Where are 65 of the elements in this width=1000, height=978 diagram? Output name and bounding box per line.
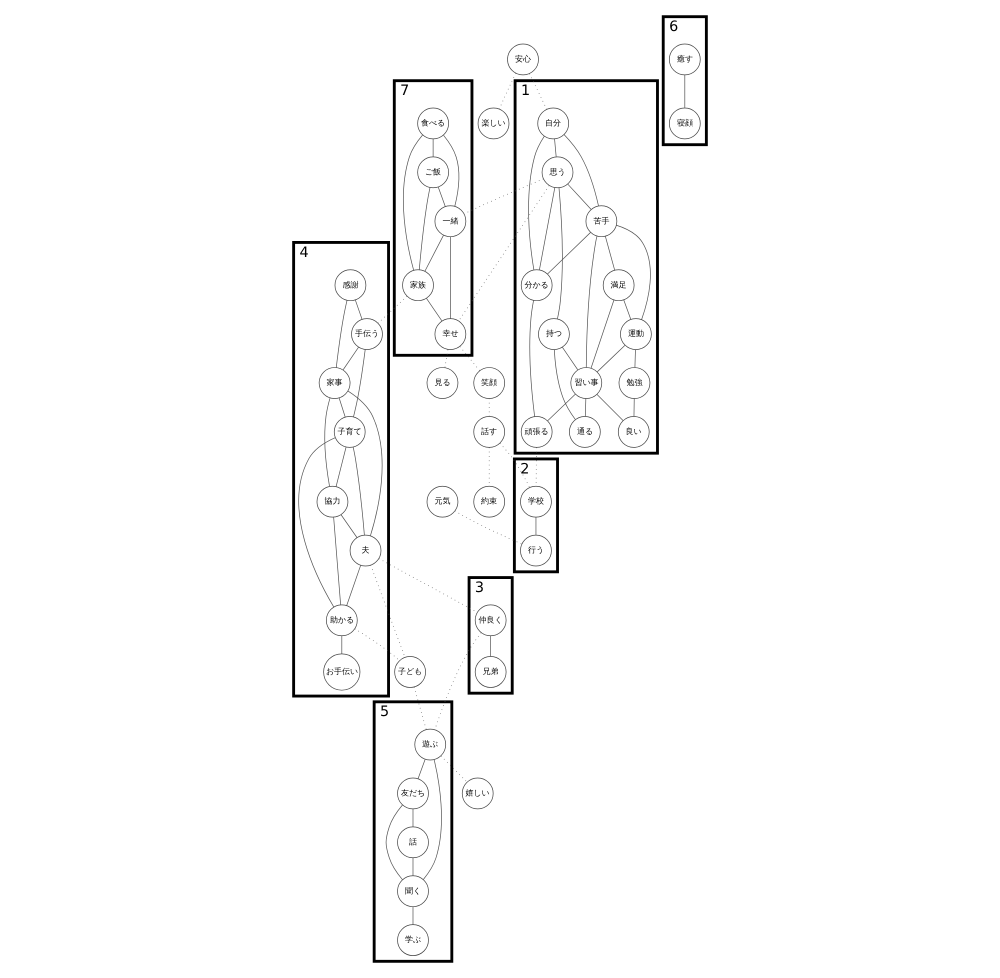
connector [386,804,403,880]
connector [418,758,426,780]
connector [500,443,530,488]
connector [554,349,576,420]
connector [634,349,636,368]
connector [684,74,686,108]
connector [567,184,592,210]
connector [354,300,362,320]
connector [338,398,346,418]
connector [605,236,616,270]
connector [562,346,578,370]
connector [454,510,522,544]
connector [412,808,414,828]
connector [370,564,406,658]
connector [616,224,651,320]
connector [414,686,427,730]
connector [438,186,446,207]
connector [460,346,480,372]
connector [488,398,490,417]
connector [418,187,430,270]
connector [596,345,626,372]
connector [564,134,599,206]
connector [336,300,348,368]
connector [464,178,544,214]
connector [490,635,491,657]
connector [529,73,548,110]
connector [402,134,423,271]
connector [444,349,448,368]
connector [554,138,557,158]
connector [298,437,336,608]
connector [440,756,468,782]
connector [342,346,359,370]
connector [596,394,624,421]
connector [346,565,361,606]
connector [547,232,591,274]
connector [340,514,358,538]
connector [539,187,556,270]
connector [378,296,408,324]
connector [528,136,545,270]
connector [412,857,414,876]
connector [423,759,442,880]
connector [432,138,434,158]
connector [443,134,460,207]
connector [458,185,550,322]
connector [426,298,442,322]
connector [529,300,535,417]
connector [424,234,444,272]
connector [623,300,632,320]
connector [584,398,586,417]
connector [348,390,382,536]
connector [557,187,563,320]
connector [353,349,366,417]
connector [324,398,330,487]
connector [590,300,614,369]
connector [499,72,516,110]
connector [336,446,346,487]
connector [450,236,451,319]
connector [547,394,576,422]
connector [634,398,635,417]
connector [333,516,341,606]
connector [352,446,365,536]
connector [341,635,342,654]
connector [354,628,400,661]
connector [412,906,414,925]
connector [586,236,598,368]
